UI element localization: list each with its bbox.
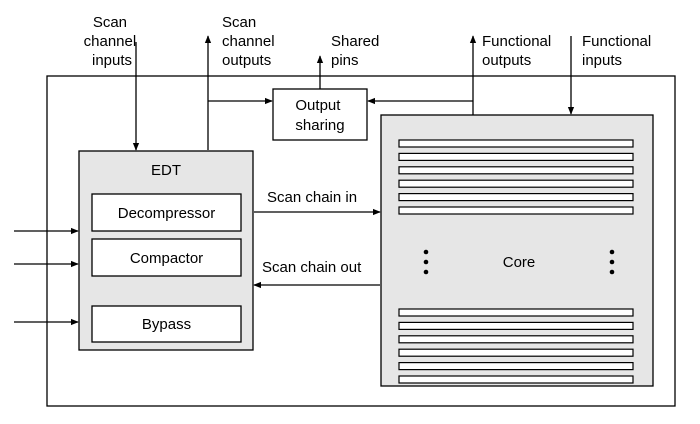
compactor-block — [91, 238, 242, 277]
bypass-block — [91, 305, 242, 343]
scan-chains-top — [398, 139, 634, 215]
scan-chain-bottom-4 — [398, 348, 634, 357]
chain-ellipsis-right — [609, 249, 615, 275]
scan-chain-bottom-3 — [398, 335, 634, 344]
scan-chain-bottom-5 — [398, 362, 634, 371]
scan-chain-top-6 — [398, 206, 634, 215]
edt-label: EDT — [151, 162, 181, 179]
scan-chain-in-label: Scan chain in — [267, 189, 357, 206]
compactor-label: Compactor — [130, 250, 203, 267]
decompressor-label: Decompressor — [118, 205, 216, 222]
scan-chain-out-label: Scan chain out — [262, 259, 362, 276]
output-sharing-block — [272, 88, 368, 141]
functional-outputs-label: Functional outputs — [482, 33, 555, 69]
scan-chain-bottom-2 — [398, 321, 634, 330]
scan-chain-top-2 — [398, 152, 634, 161]
shared-pins-label: Shared pins — [331, 33, 384, 69]
scan-chain-top-5 — [398, 193, 634, 202]
functional-inputs-label: Functional inputs — [582, 33, 655, 69]
scan-chain-bottom-6 — [398, 375, 634, 384]
scan-chains-bottom — [398, 308, 634, 384]
output-sharing-label: Output sharing — [295, 97, 344, 134]
scan-chain-top-4 — [398, 179, 634, 188]
scan-chain-top-3 — [398, 166, 634, 175]
bypass-label: Bypass — [142, 316, 191, 333]
scan-chain-bottom-1 — [398, 308, 634, 317]
chain-ellipsis-left — [423, 249, 429, 275]
scan-chain-top-1 — [398, 139, 634, 148]
core-label: Core — [503, 254, 536, 271]
scan-channel-outputs-label: Scan channel outputs — [222, 14, 279, 69]
decompressor-block — [91, 193, 242, 232]
scan-channel-inputs-label: Scan channel inputs — [84, 14, 141, 69]
